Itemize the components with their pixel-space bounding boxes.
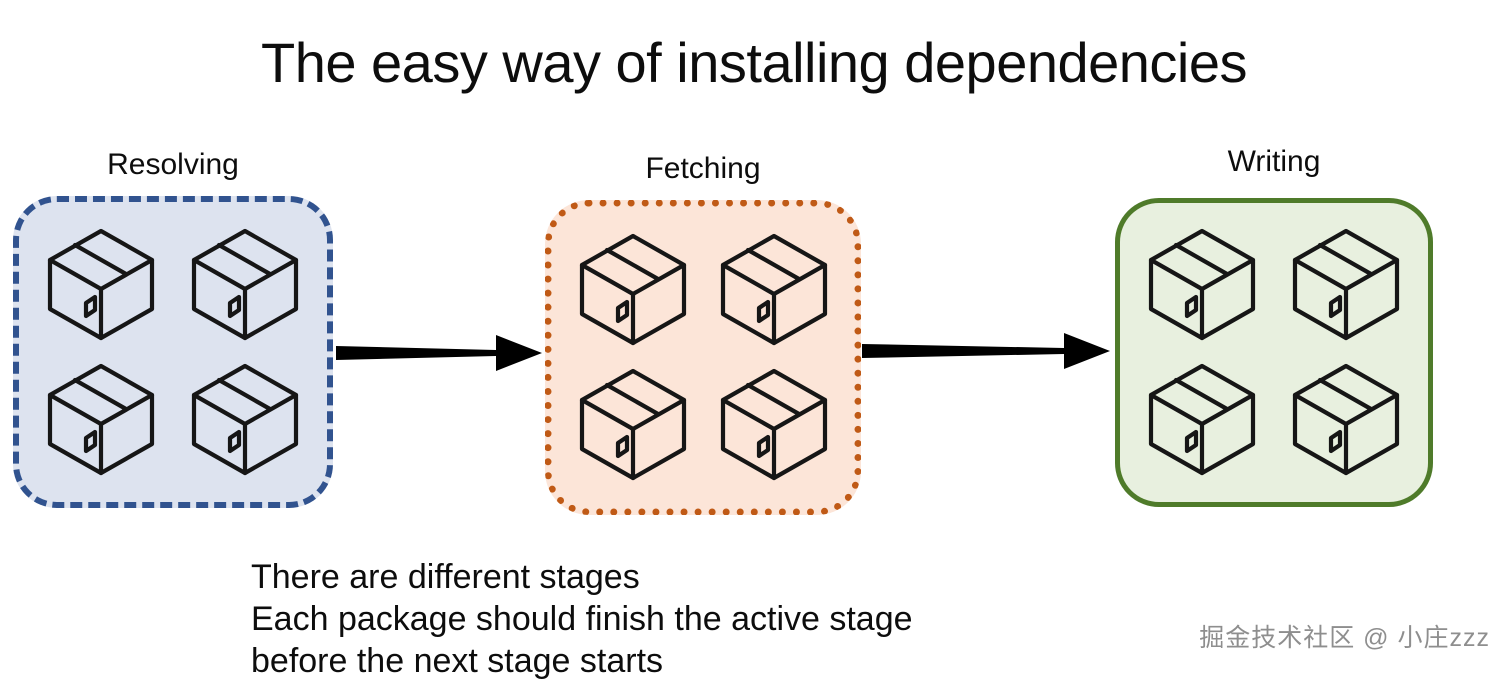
stage-label-resolving: Resolving	[107, 148, 239, 181]
package-box-icon	[720, 369, 827, 481]
stage-resolving: Resolving	[13, 148, 333, 508]
package-box-icon	[47, 228, 155, 340]
package-box-icon	[1148, 229, 1256, 341]
watermark: 掘金技术社区 @ 小庄zzz	[1199, 624, 1490, 652]
package-box-icon	[1292, 363, 1400, 475]
caption-line-1: There are different stages	[251, 558, 640, 596]
package-grid-fetching	[552, 207, 854, 508]
package-box-icon	[191, 228, 299, 340]
arrow-right-icon	[336, 333, 548, 373]
stage-label-writing: Writing	[1227, 145, 1321, 178]
package-box-icon	[191, 363, 299, 475]
stage-panel-resolving[interactable]	[13, 196, 333, 508]
stage-panel-fetching[interactable]	[545, 200, 861, 515]
package-box-icon	[720, 233, 827, 345]
page-title: The easy way of installing dependencies	[260, 31, 1248, 94]
stage-fetching: Fetching	[545, 152, 861, 515]
package-grid-resolving	[19, 202, 327, 502]
package-box-icon	[1292, 229, 1400, 341]
package-box-icon	[579, 369, 686, 481]
package-box-icon	[1148, 363, 1256, 475]
package-box-icon	[579, 233, 686, 345]
package-grid-writing	[1120, 203, 1428, 502]
caption-line-3: before the next stage starts	[251, 642, 664, 680]
stage-writing: Writing	[1115, 145, 1433, 507]
caption-line-2: Each package should finish the active st…	[251, 600, 913, 638]
stage-panel-writing[interactable]	[1115, 198, 1433, 507]
arrow-right-icon	[862, 331, 1116, 371]
package-box-icon	[47, 363, 155, 475]
stage-label-fetching: Fetching	[645, 152, 761, 185]
caption-block: There are different stages Each package …	[251, 556, 913, 682]
